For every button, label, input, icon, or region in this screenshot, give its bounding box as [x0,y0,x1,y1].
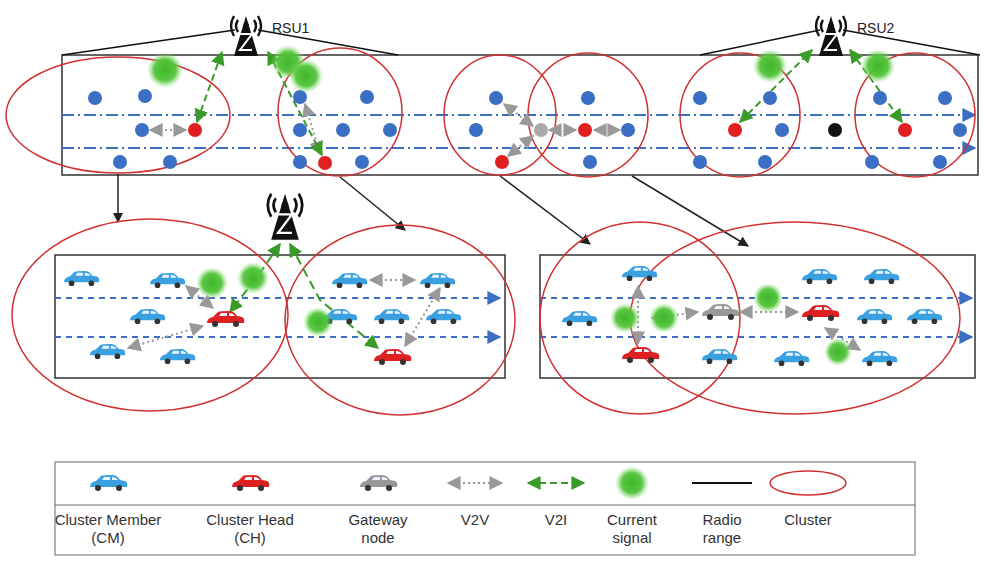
cluster [6,48,975,177]
legend-label: V2I [521,511,591,529]
legend-label: Gateway node [333,511,423,547]
current-signal [147,45,895,366]
legend-label: Current signal [592,511,672,547]
rsu-label: RSU2 [857,20,894,37]
legend-label: V2V [440,511,510,529]
road [62,55,978,175]
legend-label: Cluster Member (CM) [48,511,168,547]
legend-label: Radio range [682,511,762,547]
rsu-tower [816,16,846,56]
legend-label: Cluster Head (CH) [195,511,305,547]
rsu-label: RSU1 [272,20,309,37]
rsu-tower [231,16,261,56]
legend-label: Cluster [763,511,853,529]
radio-range [62,30,980,55]
